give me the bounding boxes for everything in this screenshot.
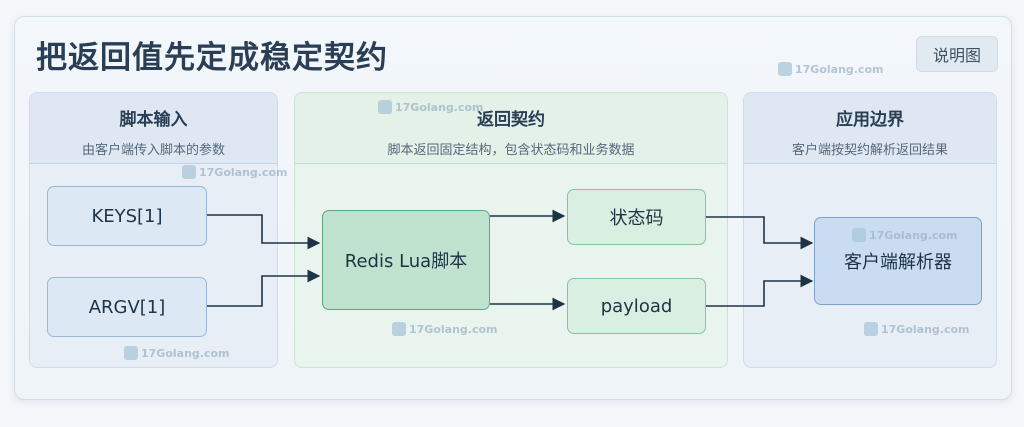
watermark-logo: 17Golang.com bbox=[392, 322, 498, 336]
input-column-subheading: 由客户端传入脚本的参数 bbox=[81, 143, 225, 158]
watermark-logo: 17Golang.com bbox=[182, 165, 288, 179]
input-column-heading: 脚本输入 bbox=[119, 110, 188, 130]
arrow-keys-to-script bbox=[206, 214, 321, 250]
input-column-header: 脚本输入 由客户端传入脚本的参数 bbox=[30, 93, 277, 164]
legend-button[interactable]: 说明图 bbox=[916, 36, 998, 72]
argv-node: ARGV[1] bbox=[47, 277, 207, 337]
arrow-argv-to-script bbox=[206, 269, 321, 307]
lua-script-node: Redis Lua脚本 bbox=[322, 210, 490, 310]
contract-column-header: 返回契约 脚本返回固定结构，包含状态码和业务数据 bbox=[295, 93, 727, 164]
watermark-logo: 17Golang.com bbox=[778, 62, 884, 76]
contract-column-heading: 返回契约 bbox=[477, 110, 545, 130]
watermark-logo: 17Golang.com bbox=[378, 100, 484, 114]
client-parser-node: 客户端解析器 bbox=[814, 217, 982, 305]
boundary-column-header: 应用边界 客户端按契约解析返回结果 bbox=[744, 93, 996, 164]
keys-node: KEYS[1] bbox=[47, 186, 207, 246]
page-title: 把返回值先定成稳定契约 bbox=[36, 40, 388, 76]
contract-column-subheading: 脚本返回固定结构，包含状态码和业务数据 bbox=[387, 143, 635, 158]
payload-node: payload bbox=[567, 278, 706, 334]
watermark-logo: 17Golang.com bbox=[124, 346, 230, 360]
boundary-column-heading: 应用边界 bbox=[836, 110, 904, 130]
arrow-status-to-parser bbox=[706, 216, 814, 250]
watermark-logo: 17Golang.com bbox=[852, 228, 958, 242]
status-code-node: 状态码 bbox=[567, 189, 706, 245]
boundary-column-subheading: 客户端按契约解析返回结果 bbox=[791, 143, 948, 158]
watermark-logo: 17Golang.com bbox=[864, 322, 970, 336]
arrow-payload-to-parser bbox=[706, 274, 814, 307]
